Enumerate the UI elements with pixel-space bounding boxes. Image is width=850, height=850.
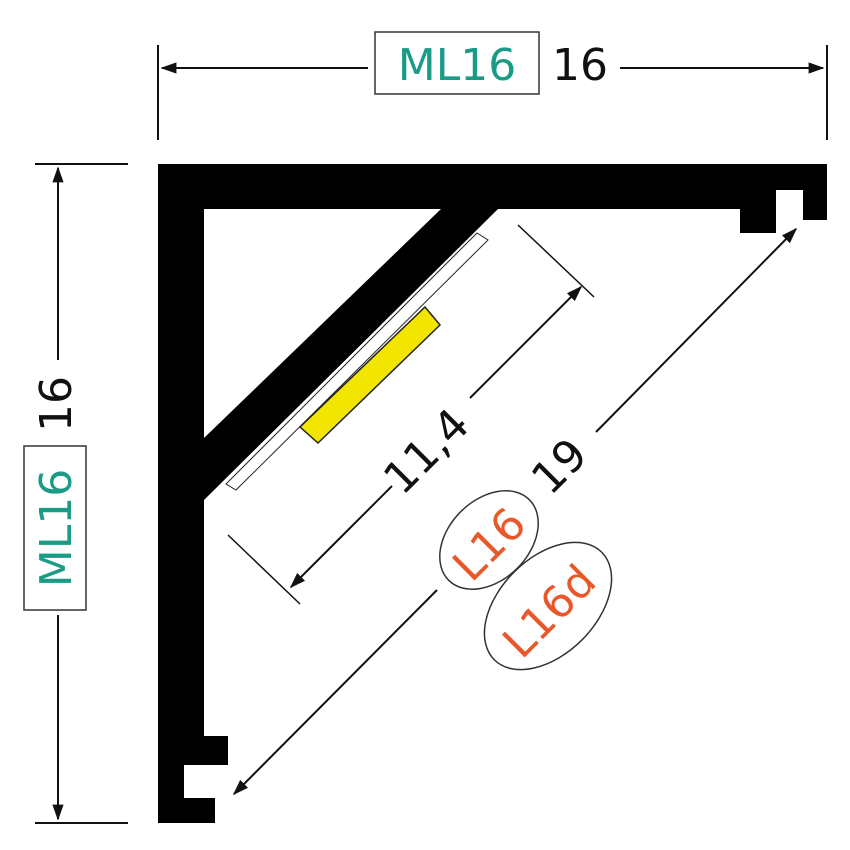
aluminium-profile [158, 164, 827, 823]
diagonal-dimension: 19 [232, 227, 798, 796]
led-extension-line-top [517, 224, 595, 298]
top-dimension: ML16 16 [157, 31, 828, 140]
profile-diagonal-web [204, 209, 498, 500]
top-tag-label: ML16 [398, 40, 516, 91]
led-dimension-arrow-bottom [289, 485, 393, 589]
diagonal-dimension-arrow-top [595, 227, 798, 433]
left-tag-box-rotated [23, 445, 87, 611]
led-chip [298, 305, 442, 445]
diagonal-width-value: 19 [522, 429, 598, 505]
left-dimension: ML16 16 [23, 163, 128, 824]
led-extension-line-bottom [227, 534, 301, 605]
left-tag-label: ML16 [31, 469, 82, 587]
top-dimension-value: 16 [552, 40, 608, 91]
cover-l16d-label: L16d [493, 555, 606, 668]
top-tag-box [374, 31, 540, 95]
diffuser-strip [225, 232, 489, 491]
led-dimension-arrow-top [469, 285, 583, 399]
diagonal-dimension-arrow-bottom [232, 589, 438, 796]
cover-l16d-outline [483, 541, 613, 671]
cover-l16-label: L16 [443, 498, 536, 591]
profile-outer-frame [158, 164, 827, 823]
left-dimension-value: 16 [31, 376, 82, 432]
cover-labels: L16 L16d [439, 490, 613, 671]
